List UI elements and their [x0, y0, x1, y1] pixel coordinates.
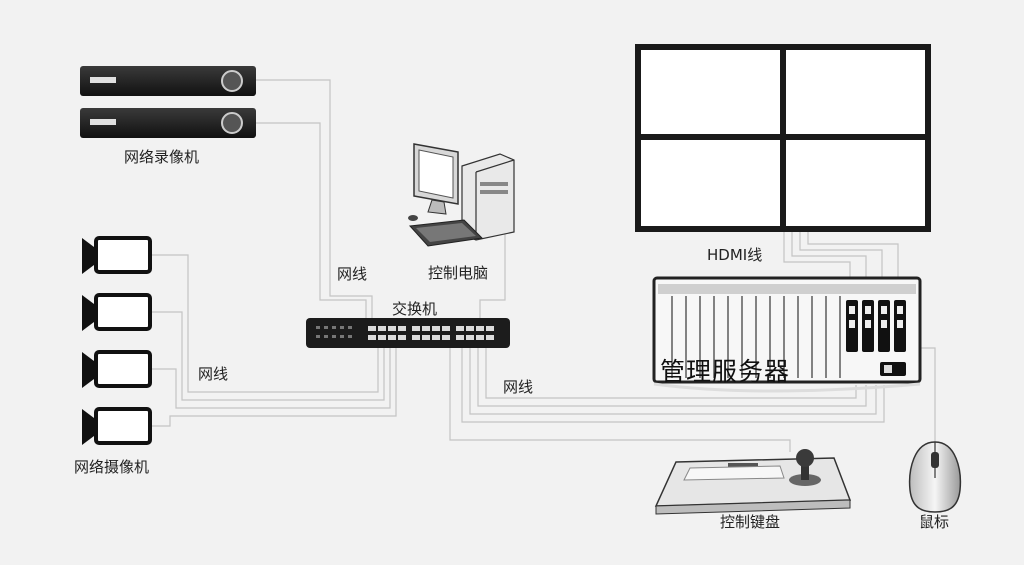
mouse-label: 鼠标 [919, 513, 950, 531]
switch-keyboard-cable [449, 340, 791, 452]
pc-label: 控制电脑 [428, 264, 489, 282]
camera-device-2 [82, 293, 152, 331]
keyboard-label: 控制键盘 [720, 513, 781, 531]
nvr-device-2 [80, 108, 256, 138]
server-device [652, 276, 922, 393]
camera2-cable [152, 311, 385, 401]
camera4-cable [152, 340, 397, 427]
nvr-device-1 [80, 66, 256, 96]
switch-server-cable-3 [477, 340, 867, 407]
cable-label-bottom: 网线 [198, 365, 229, 383]
cable-label-right: 网线 [503, 378, 534, 396]
control-keyboard-device [654, 449, 852, 515]
camera1-cable [152, 254, 379, 393]
nvr2-cable [255, 122, 367, 322]
switch-server-cable-1 [461, 340, 885, 423]
camera3-cable [152, 340, 391, 409]
switch-server-cable-2 [469, 340, 877, 415]
pc-cable [479, 228, 506, 322]
hdmi-cable-3 [799, 232, 883, 300]
switch-device [306, 318, 510, 348]
hdmi-cable-4 [807, 232, 899, 300]
camera-device-4 [82, 407, 152, 445]
nvr1-cable [255, 79, 373, 322]
cable-label-top: 网线 [337, 265, 368, 283]
switch-label: 交换机 [392, 300, 438, 318]
switch-server-cable-4 [485, 340, 857, 399]
pc-device [408, 143, 515, 247]
camera-device-3 [82, 350, 152, 388]
server-label: 管理服务器 [660, 357, 791, 386]
camera-label: 网络摄像机 [74, 458, 150, 476]
mouse-device [908, 441, 962, 513]
hdmi-label: HDMI线 [707, 246, 763, 264]
nvr-label: 网络录像机 [124, 148, 200, 166]
video-wall [635, 44, 931, 232]
camera-device-1 [82, 236, 152, 274]
